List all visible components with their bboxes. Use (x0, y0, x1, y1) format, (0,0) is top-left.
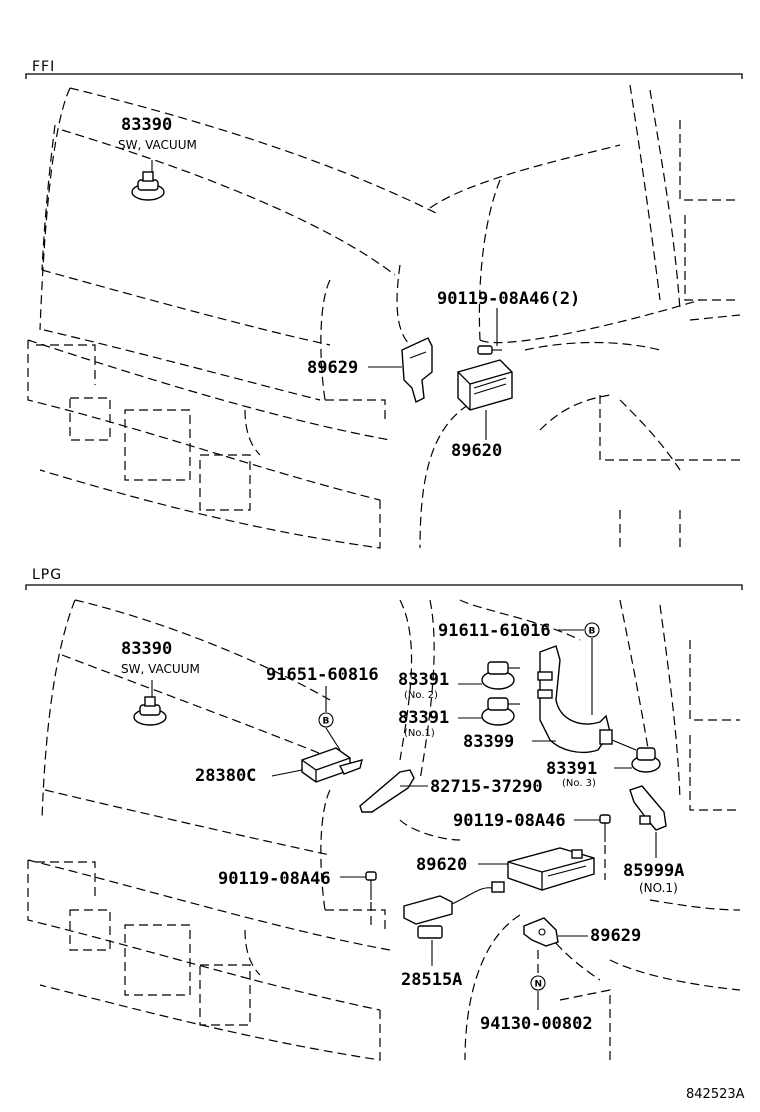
part-number-82715-37290: 82715-37290 (430, 777, 543, 797)
part-number-83390: 83390 (121, 115, 172, 135)
part-description: SW, VACUUM (121, 662, 200, 676)
part-note-no3: (No. 3) (562, 778, 596, 789)
part-number-83399: 83399 (463, 732, 514, 752)
part-number-90119-08a46: 90119-08A46(2) (437, 289, 580, 309)
part-number-89629-lpg: 89629 (590, 926, 641, 946)
part-number-83391-no2: 83391 (398, 670, 449, 690)
leader-line (271, 769, 303, 777)
bracket-85999a-part (629, 785, 667, 831)
relay-bracket-part (359, 769, 415, 813)
part-number-28515a: 28515A (401, 970, 462, 990)
part-number-85999a: 85999A (623, 861, 684, 881)
n-symbol-icon (530, 975, 546, 991)
part-description: SW, VACUUM (118, 138, 197, 152)
part-number-89629: 89629 (307, 358, 358, 378)
lpg-section: LPG (25, 567, 743, 1061)
bracket-part-ffi (401, 337, 433, 404)
vacuum-switch-part-lpg (133, 680, 167, 726)
computer-part-lpg (507, 847, 595, 891)
part-number-28380c: 28380C (195, 766, 256, 786)
section-rule-ffi (25, 73, 743, 79)
section-title-ffi: FFI (32, 59, 55, 75)
part-number-90119-08a46-left: 90119-08A46 (218, 869, 331, 889)
n-symbol-text: N (535, 980, 543, 990)
bolt-part-ffi (477, 345, 502, 355)
part-number-89620-lpg: 89620 (416, 855, 467, 875)
part-number-83390: 83390 (121, 639, 172, 659)
part-number-83391-no1: 83391 (398, 708, 449, 728)
sensor-part (403, 881, 505, 939)
section-title-lpg: LPG (32, 567, 62, 583)
part-number-90119-08a46-right: 90119-08A46 (453, 811, 566, 831)
vacuum-switch-part-ffi (131, 160, 165, 201)
b-symbol-icon (584, 622, 600, 638)
b-symbol-text: B (589, 627, 596, 637)
part-note-85999a: (NO.1) (639, 881, 678, 895)
vacuum-switch-no3-part (611, 739, 661, 773)
part-note-no2: (No. 2) (404, 690, 438, 701)
part-note-no1: (No.1) (404, 728, 435, 739)
leader-line (325, 727, 341, 751)
part-number-89620: 89620 (451, 441, 502, 461)
truck-cab-outline-ffi (27, 84, 741, 549)
relay-part (301, 747, 363, 783)
truck-cab-outline-lpg (27, 599, 741, 1061)
ffi-section: FFI (25, 59, 743, 549)
bracket-part-lpg (523, 917, 559, 947)
part-number-91651-60816: 91651-60816 (266, 665, 379, 685)
vacuum-switch-no2-part (481, 661, 520, 690)
figure-code: 842523A (686, 1087, 745, 1102)
section-rule-lpg (25, 584, 743, 590)
part-number-83391-no3: 83391 (546, 759, 597, 779)
computer-part-ffi (457, 359, 513, 411)
b-symbol-icon (318, 712, 334, 728)
part-number-91611-61016: 91611-61016 (438, 621, 551, 641)
b-symbol-text: B (323, 717, 330, 727)
bolt-part-right (599, 814, 611, 842)
vacuum-switch-no1-part (481, 697, 520, 726)
part-number-94130-00802: 94130-00802 (480, 1014, 593, 1034)
bolt-part-left (365, 871, 377, 900)
switch-bracket-part (537, 645, 613, 754)
